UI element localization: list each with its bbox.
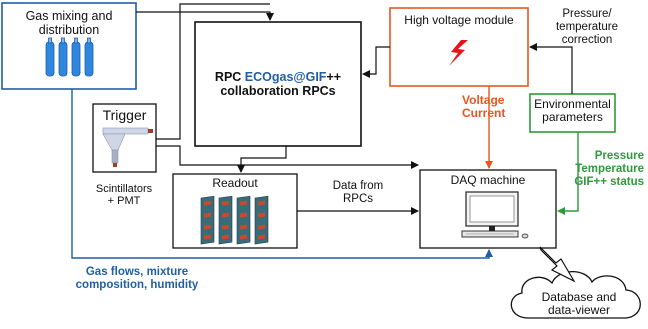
rpc-box	[194, 21, 362, 147]
arrow-env-to-hv	[529, 43, 573, 94]
trigger-title: Trigger	[102, 107, 147, 123]
scintillators-label: Scintillators+ PMT	[95, 183, 153, 208]
scintillator-pmt-icon	[102, 127, 153, 167]
gas-box	[1, 2, 137, 90]
cloud-icon	[510, 270, 641, 319]
gas-cylinders-icon	[45, 37, 94, 77]
arrow-trigger-to-rpc	[156, 3, 270, 140]
arrow-env-to-daq	[557, 132, 579, 215]
readout-title: Readout	[212, 176, 258, 190]
daq-title: DAQ machine	[450, 173, 526, 187]
trigger-box	[92, 103, 157, 173]
readout-boards-icon	[200, 195, 269, 245]
rpc-box-title: RPC ECOgas@GIF++collaboration RPCs	[214, 70, 342, 98]
high-voltage-lightning-icon	[449, 40, 468, 66]
arrow-hv-to-rpc	[362, 46, 390, 78]
hv-box-title: High voltage module	[404, 13, 514, 27]
arrow-daq-to-database	[539, 246, 576, 283]
arrow-rpc-to-readout	[237, 146, 287, 173]
arrow-trigger-to-daq	[156, 145, 419, 169]
arrow-gas-to-daq	[71, 89, 493, 259]
computer-workstation-icon	[461, 191, 529, 239]
readout-box	[172, 173, 298, 249]
arrow-gas-to-rpc	[136, 11, 274, 21]
env-box	[529, 93, 616, 133]
